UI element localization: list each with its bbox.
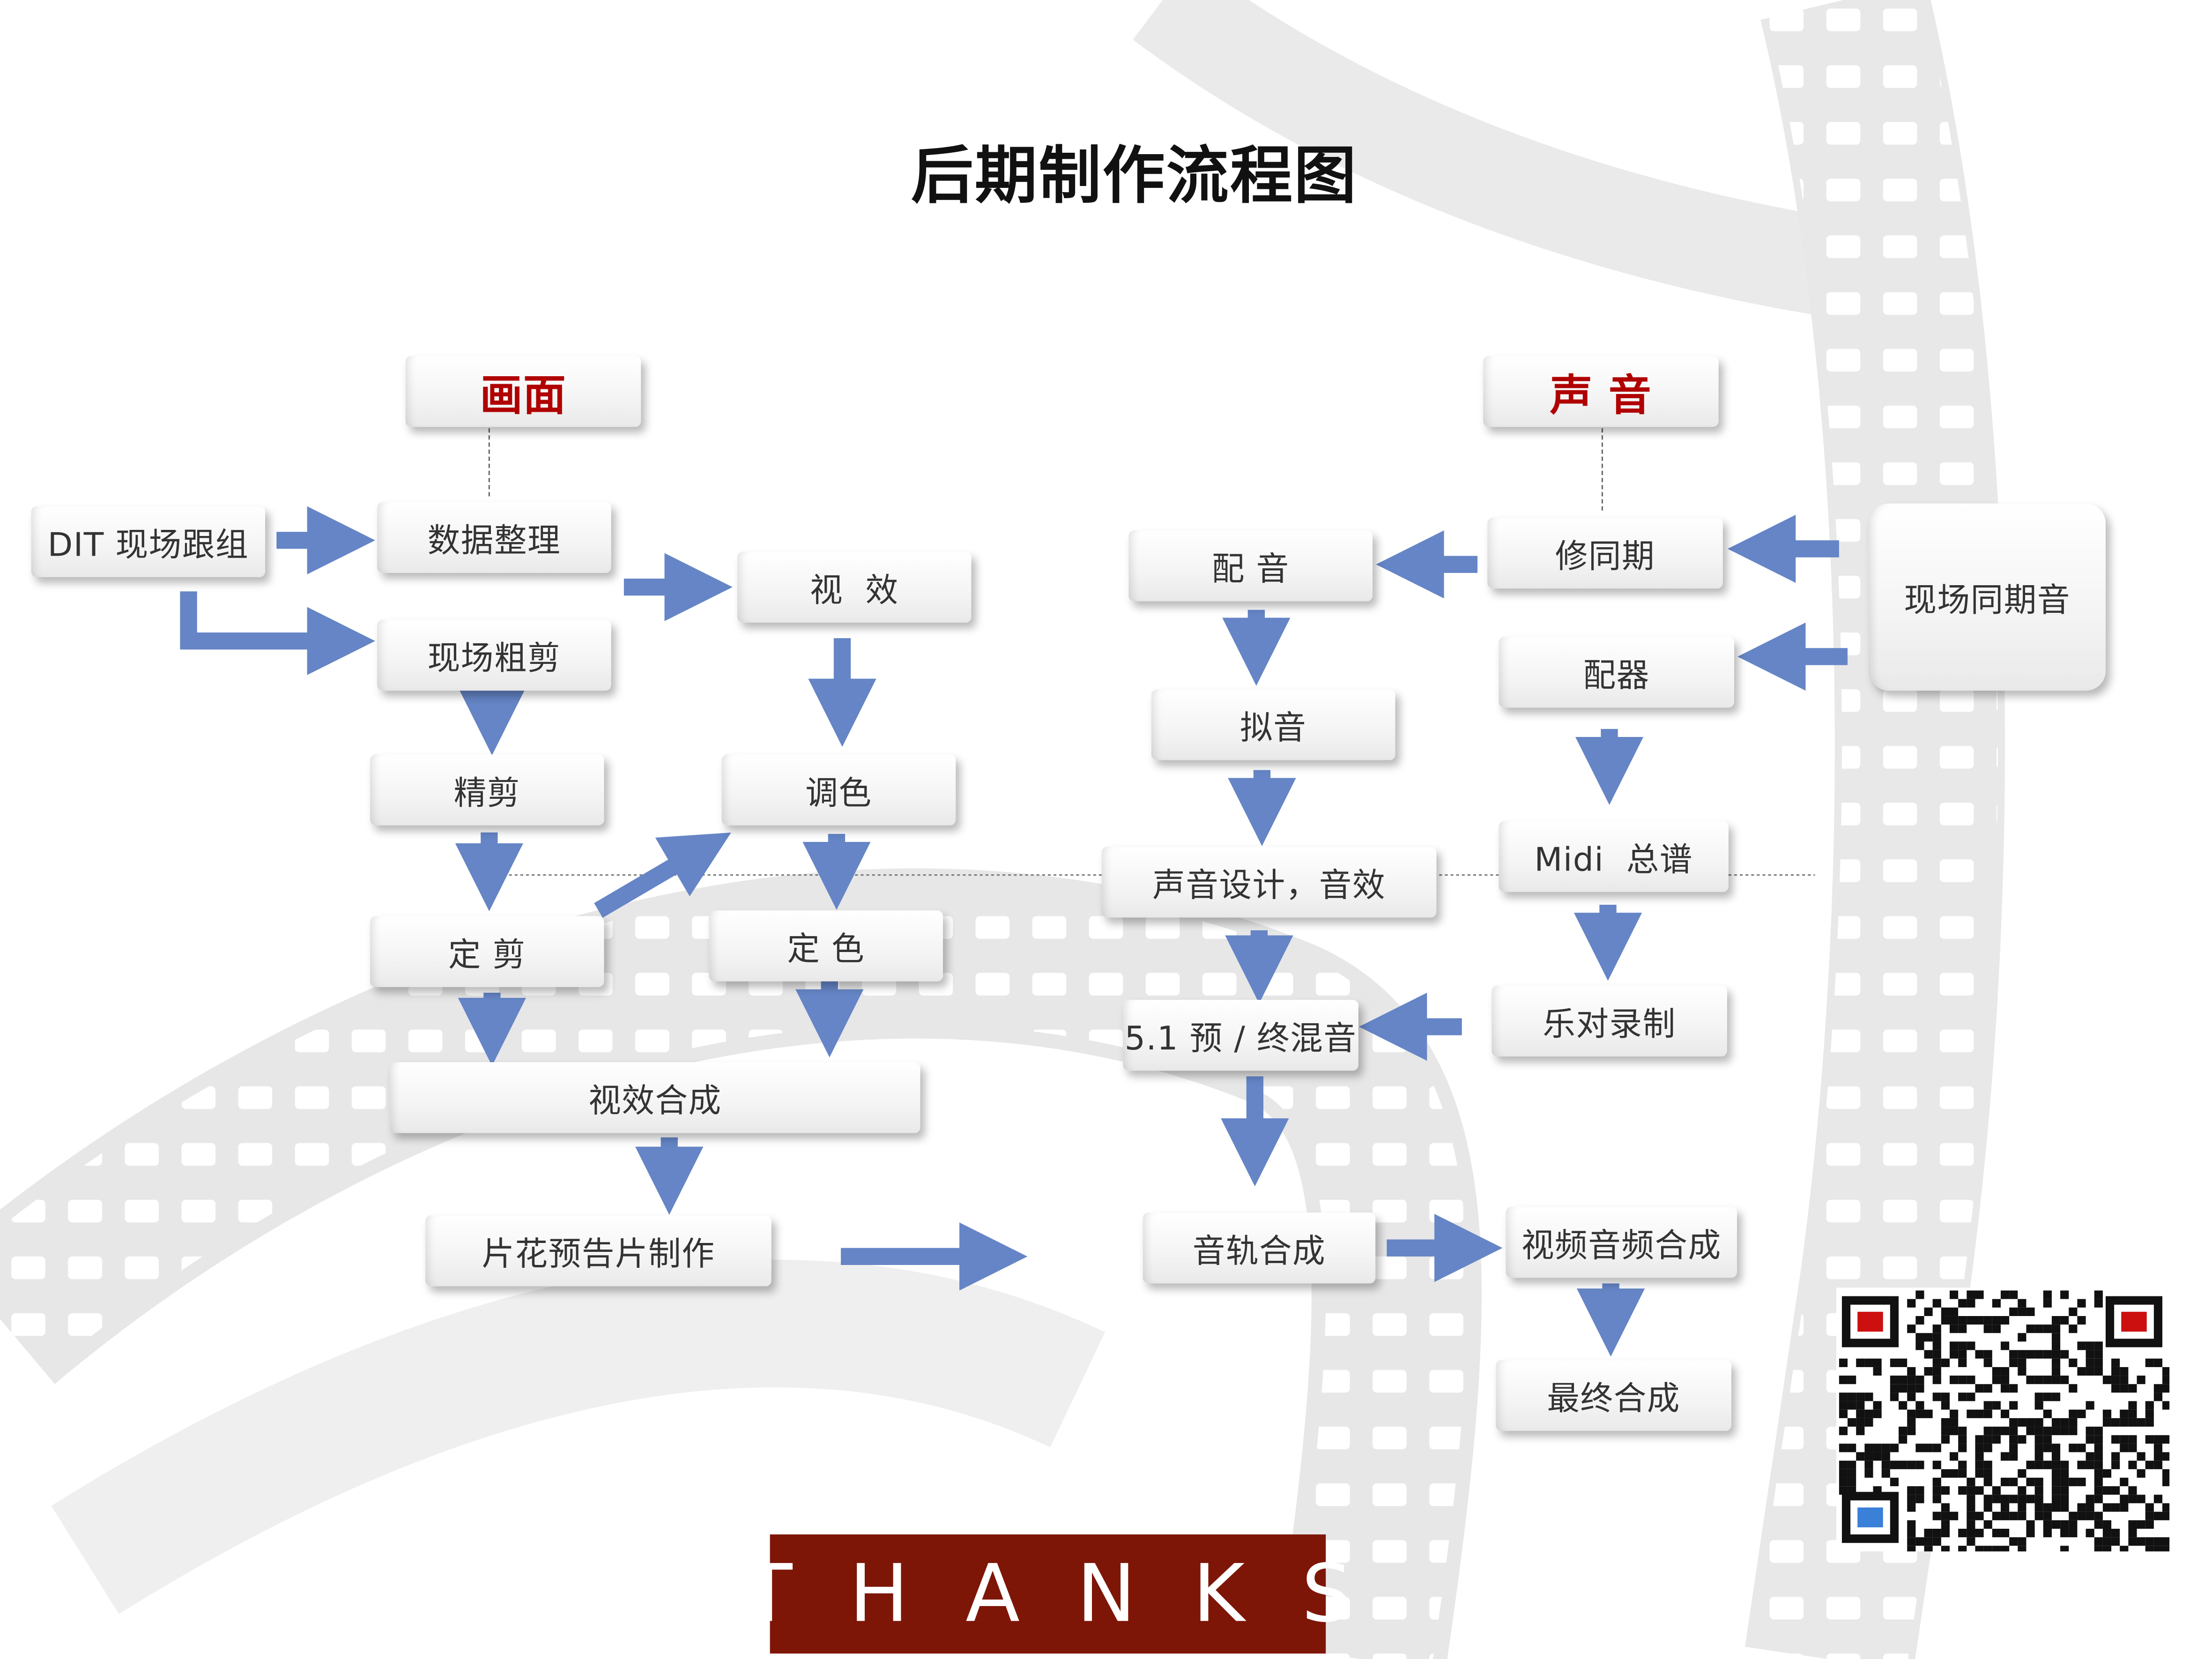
- arrow-lockcut-to-grading: [594, 833, 731, 918]
- node-lock-grade: 定 色: [709, 910, 943, 982]
- qr-code: [1836, 1287, 2170, 1552]
- page-title: 后期制作流程图: [911, 140, 1358, 213]
- node-dubbing: 配 音: [1128, 530, 1373, 602]
- node-lock-cut: 定 剪: [370, 916, 604, 987]
- node-data-sort: 数据整理: [377, 502, 611, 573]
- node-av-composite: 视频音频合成: [1506, 1206, 1737, 1278]
- node-field-rough-cut: 现场粗剪: [377, 619, 611, 691]
- thanks-banner: THANKS: [744, 1534, 1352, 1654]
- header-sound: 声 音: [1483, 356, 1719, 427]
- node-vfx-composite: 视效合成: [390, 1062, 920, 1133]
- node-premix: 5.1 预 / 终混音: [1123, 999, 1358, 1071]
- node-final: 最终合成: [1496, 1360, 1731, 1431]
- node-midi: Midi 总谱: [1499, 821, 1729, 892]
- node-sync: 修同期: [1487, 517, 1723, 589]
- node-fine-cut: 精剪: [370, 754, 604, 826]
- node-field-audio: 现场同期音: [1869, 503, 2106, 691]
- node-vfx: 视 效: [737, 551, 972, 623]
- node-foley: 拟音: [1151, 689, 1395, 760]
- node-grading: 调色: [721, 754, 956, 826]
- node-dit: DIT 现场跟组: [31, 506, 266, 577]
- node-scoring: 配器: [1499, 637, 1734, 708]
- node-music-recording: 乐对录制: [1492, 985, 1727, 1057]
- node-trailer: 片花预告片制作: [425, 1215, 772, 1287]
- node-sound-design: 声音设计，音效: [1101, 847, 1437, 918]
- header-picture: 画面: [405, 356, 641, 427]
- arrow-dit-to-roughcut: [180, 591, 375, 675]
- node-track-composite: 音轨合成: [1143, 1212, 1376, 1284]
